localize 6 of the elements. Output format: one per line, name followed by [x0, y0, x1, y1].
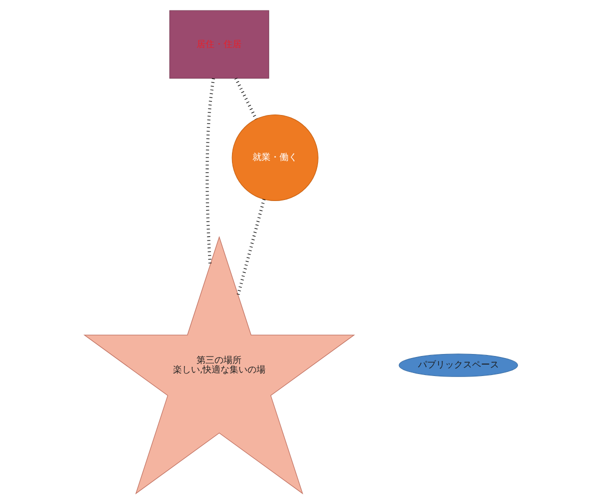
node-circle: 就業・働く: [231, 114, 318, 202]
connector: [236, 198, 265, 296]
node-ellipse: パブリックスペース: [398, 354, 518, 377]
connector: [205, 78, 214, 265]
connector: [234, 78, 257, 120]
node-box: 居住・住居: [168, 10, 269, 79]
